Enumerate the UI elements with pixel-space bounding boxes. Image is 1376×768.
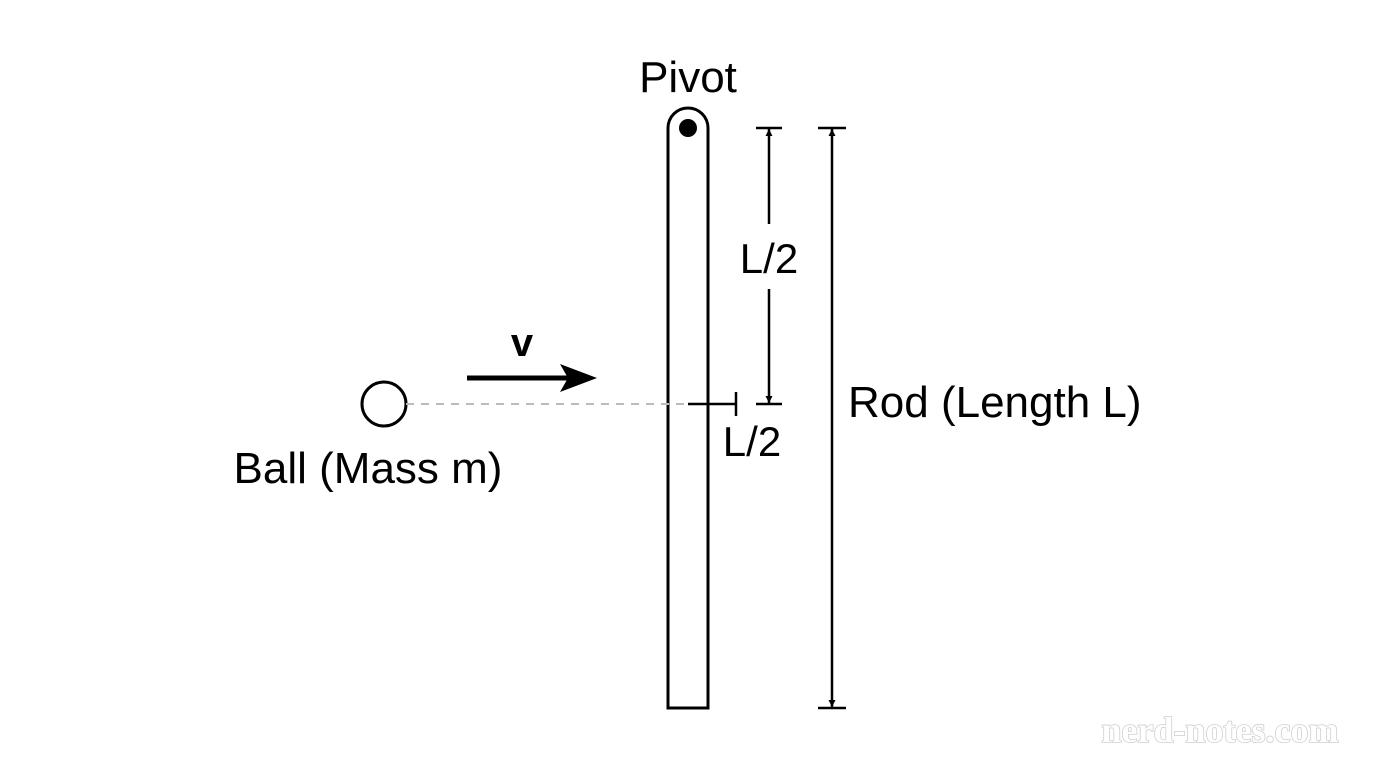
ball-label: Ball (Mass m)	[234, 444, 503, 493]
velocity-arrow	[467, 364, 597, 392]
rod-length-dimension	[818, 126, 846, 710]
watermark-text: nerd-notes.com	[1102, 710, 1339, 750]
ball	[360, 380, 408, 428]
pivot-point	[679, 119, 697, 137]
impact-point-marker	[688, 392, 738, 416]
half-length-label-lower: L/2	[723, 418, 781, 465]
half-length-dimension	[756, 126, 782, 406]
rod	[666, 106, 710, 710]
half-length-label-upper: L/2	[740, 235, 798, 282]
velocity-label: v	[511, 321, 534, 365]
rod-label: Rod (Length L)	[848, 378, 1142, 427]
pivot-label: Pivot	[639, 53, 737, 102]
